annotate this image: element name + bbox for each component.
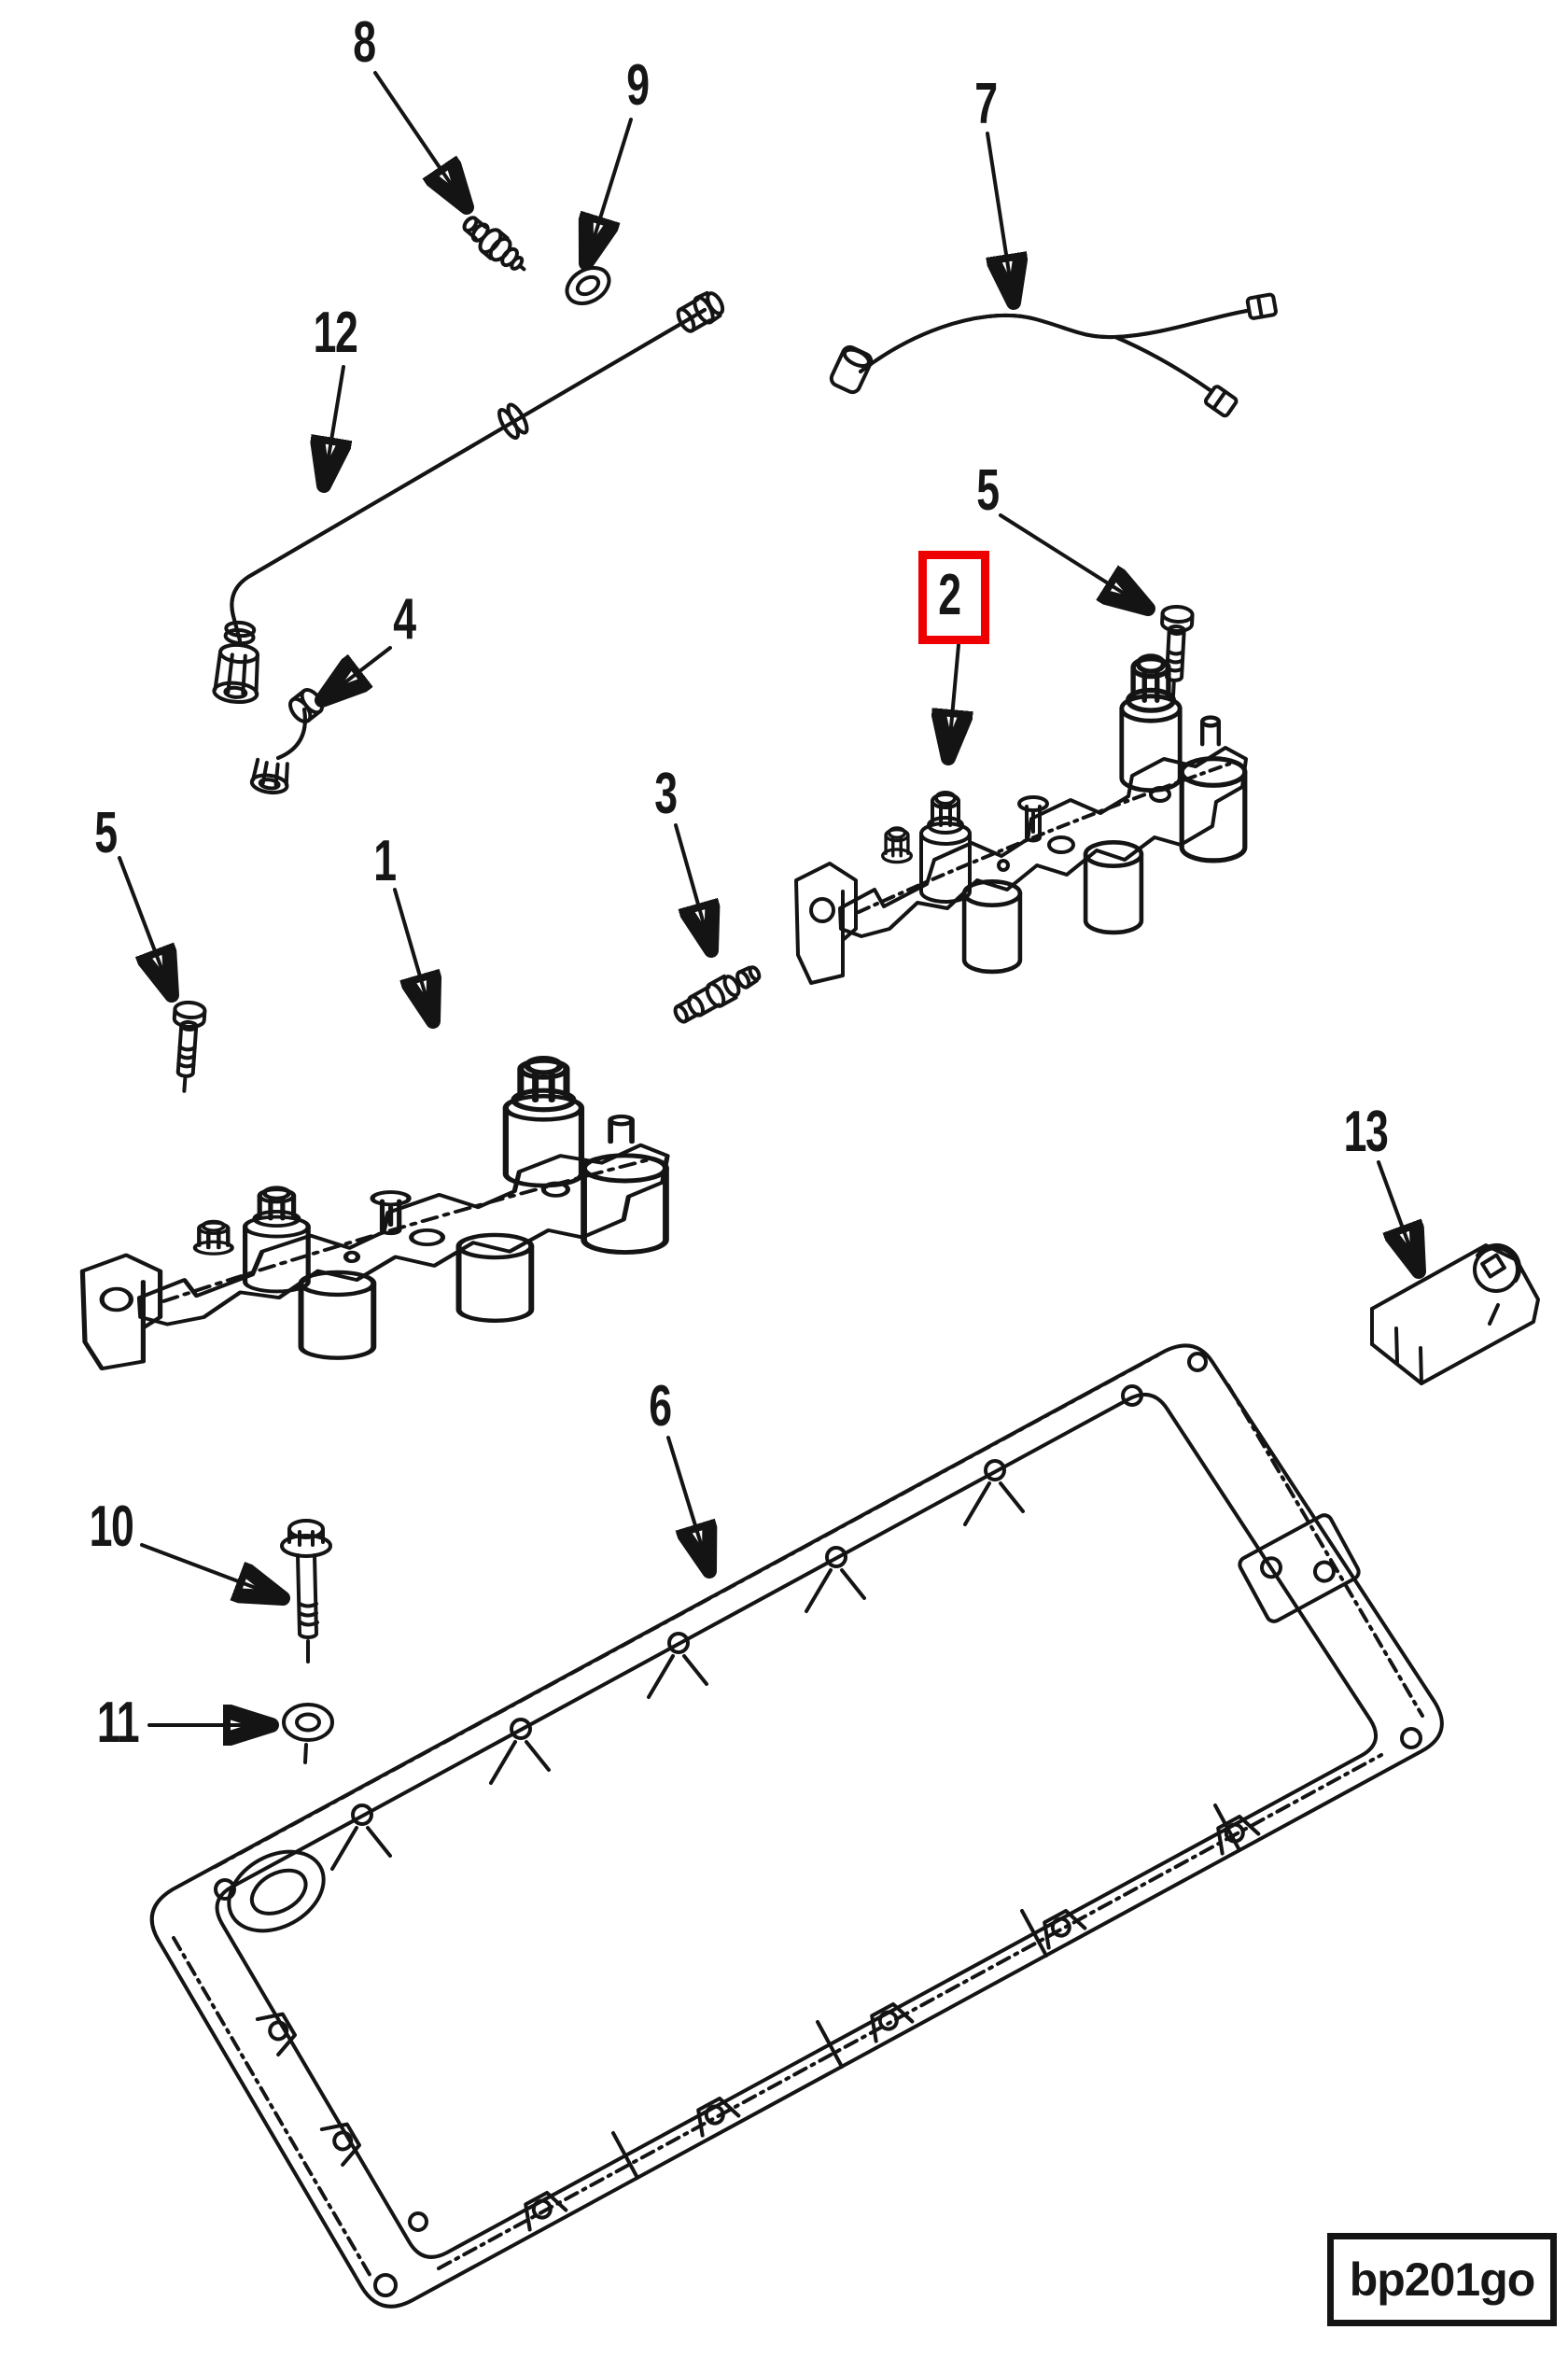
- leader-arrow-13: [1377, 1160, 1419, 1271]
- callout-7[interactable]: 7: [974, 72, 998, 136]
- leader-arrow-2: [948, 643, 959, 758]
- callout-6[interactable]: 6: [649, 1374, 672, 1439]
- callout-9[interactable]: 9: [626, 53, 650, 118]
- part-9-washer: [565, 266, 611, 305]
- part-7-wire-harness: [829, 292, 1278, 418]
- leader-arrow-1: [393, 888, 433, 1021]
- callout-13[interactable]: 13: [1343, 1100, 1389, 1164]
- part-6-valve-cover-base: [149, 1343, 1444, 2309]
- highlight-box-callout-2: [918, 551, 989, 644]
- callout-1[interactable]: 1: [373, 829, 397, 893]
- leader-arrow-7: [986, 132, 1014, 302]
- part-3-plug-fitting: [673, 965, 762, 1024]
- leader-arrow-5b: [118, 856, 172, 995]
- part-5-screw-left: [167, 999, 207, 1094]
- leader-arrow-10: [140, 1543, 283, 1598]
- callout-8[interactable]: 8: [353, 10, 376, 75]
- part-1-rocker-assembly: [82, 1059, 667, 1369]
- part-12-oil-supply-tube: [212, 290, 725, 705]
- callout-4[interactable]: 4: [393, 587, 416, 652]
- leader-arrow-6: [666, 1436, 709, 1571]
- leader-arrow-12: [324, 365, 343, 485]
- part-4-elbow-fitting: [249, 687, 324, 795]
- part-2-rocker-assembly: [796, 656, 1246, 983]
- callout-2-highlighted[interactable]: 2: [938, 563, 961, 627]
- callout-12[interactable]: 12: [313, 301, 358, 365]
- callout-3[interactable]: 3: [654, 762, 678, 826]
- callout-11[interactable]: 11: [96, 1691, 140, 1755]
- callout-10[interactable]: 10: [89, 1495, 134, 1559]
- leader-arrow-8: [373, 71, 467, 207]
- part-10-flange-bolt: [280, 1519, 332, 1663]
- leader-arrow-9: [586, 118, 633, 263]
- callout-5-right[interactable]: 5: [976, 458, 1000, 523]
- part-11-washer: [282, 1703, 334, 1764]
- part-5-screw-right: [1158, 606, 1193, 696]
- drawing-code-label: bp201go: [1327, 2233, 1557, 2326]
- callout-5-left[interactable]: 5: [94, 801, 118, 865]
- leader-arrow-5a: [999, 513, 1148, 609]
- part-8-fitting: [462, 216, 526, 272]
- leader-arrow-4: [322, 646, 392, 700]
- leader-arrows: [118, 71, 1419, 1725]
- part-13-retainer-bar: [1370, 1242, 1540, 1385]
- leader-arrow-3: [674, 823, 711, 950]
